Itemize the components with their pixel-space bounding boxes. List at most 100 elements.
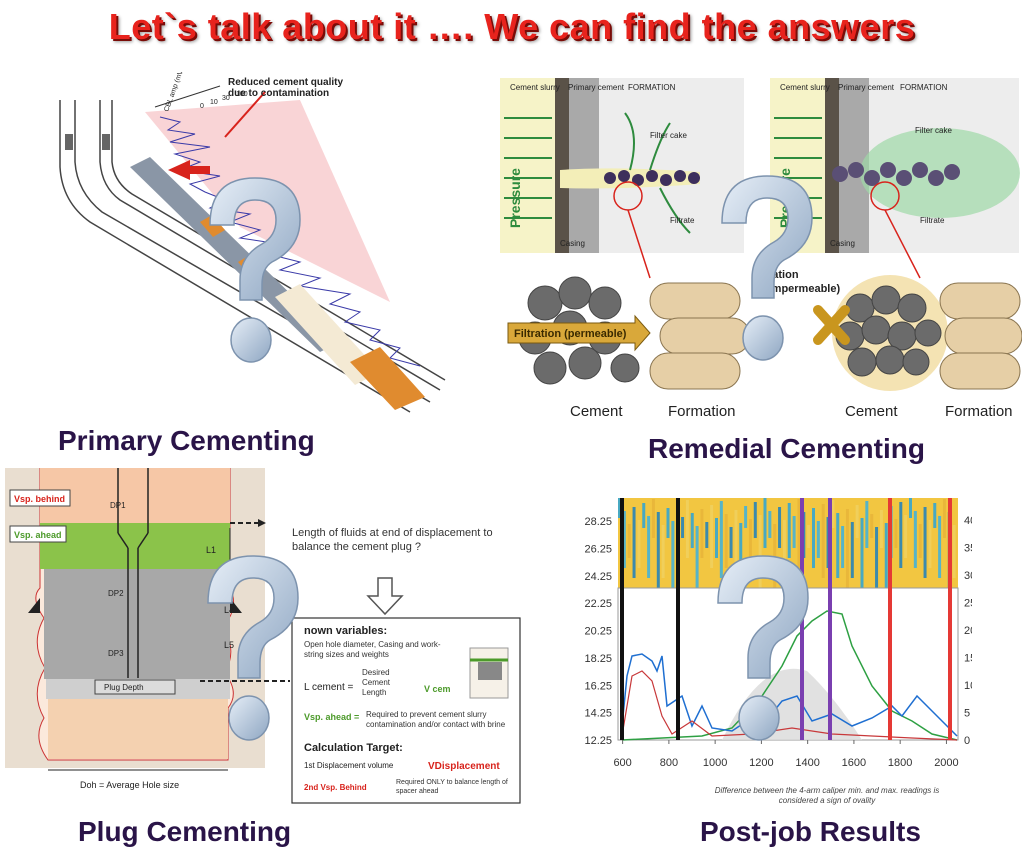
log-stripe: [821, 504, 825, 578]
formation-label-left: Formation: [668, 403, 736, 420]
log-stripe: [865, 501, 869, 548]
left-y-tick-label: 16.25: [584, 680, 612, 692]
right-y-tick-label: 10: [964, 680, 972, 692]
log-stripe: [758, 515, 762, 588]
log-stripe: [700, 509, 704, 558]
log-stripe: [870, 514, 874, 538]
right-y-tick-label: 0: [964, 735, 970, 747]
log-stripe: [792, 516, 796, 548]
log-stripe: [952, 525, 956, 578]
v-ahead-item-label: Vsp. ahead =: [304, 712, 359, 722]
left-y-tick-label: 12.25: [584, 735, 612, 747]
dp3-label: DP3: [108, 649, 124, 658]
log-stripe: [938, 516, 942, 578]
log-stripe: [748, 519, 752, 578]
impermeable-label: (mpermeable): [768, 283, 840, 295]
question-mark-icon: [207, 555, 299, 741]
desired-length-label: Desired Cement Length: [362, 668, 391, 697]
log-stripe: [845, 509, 849, 588]
l-cement-label: L cement =: [304, 682, 354, 693]
log-stripe: [855, 505, 859, 538]
log-stripe: [744, 506, 748, 528]
left-filtrate-label: Filtrate: [670, 216, 695, 225]
v-displacement-label: VDisplacement: [428, 761, 500, 772]
left-y-tick-label: 18.25: [584, 653, 612, 665]
calculation-target-heading: Calculation Target:: [304, 742, 403, 754]
log-stripe: [875, 527, 879, 588]
left-formation-label: FORMATION: [628, 83, 676, 92]
v-cem-label: V cem: [424, 684, 451, 694]
log-stripe: [879, 510, 883, 548]
x-tick-label: 1800: [888, 757, 912, 769]
known-item-1: Open hole diameter, Casing and work-stri…: [304, 640, 441, 659]
left-filtercake-label: Filter cake: [650, 131, 687, 140]
question-mark-icon: [209, 177, 301, 363]
log-stripe: [841, 526, 845, 568]
log-stripe: [685, 500, 689, 558]
filtration-permeable-label: Filtration (permeable): [514, 328, 627, 340]
plug-cementing-diagram: DP1 DP2 DP3 Plug Depth Vsp. behind Vsp. …: [5, 468, 521, 804]
log-stripe: [933, 503, 937, 528]
doh-label: Doh = Average Hole size: [80, 780, 179, 790]
log-stripe: [773, 524, 777, 588]
plug-depth-label: Plug Depth: [104, 683, 144, 692]
log-stripe: [719, 501, 723, 578]
x-tick-label: 1400: [795, 757, 819, 769]
cbl-axis-label: CBL amp (mV): [163, 72, 185, 113]
cbl-tick-2: 30: [222, 95, 230, 102]
right-primary-label: Primary cement: [838, 83, 895, 92]
log-stripe: [768, 511, 772, 538]
post-job-caption: Post-job Results: [700, 816, 921, 847]
right-y-tick-label: 40: [964, 515, 972, 527]
right-y-tick-label: 25: [964, 598, 972, 610]
x-tick-label: 1200: [749, 757, 773, 769]
left-pressure-label: Pressure: [507, 168, 523, 228]
left-primary-label: Primary cement: [568, 83, 625, 92]
log-stripe: [647, 516, 651, 578]
log-stripe: [705, 522, 709, 548]
cement-label-right: Cement: [845, 403, 898, 420]
v-behind-label: Vsp. behind: [14, 494, 65, 504]
left-slurry-label: Cement slurry: [510, 83, 560, 92]
x-tick-label: 1600: [842, 757, 866, 769]
log-stripe: [787, 503, 791, 558]
log-stripe: [622, 511, 626, 568]
log-stripe: [831, 500, 835, 528]
log-stripe: [642, 503, 646, 528]
page-title: Let`s talk about it …. We can find the a…: [108, 6, 916, 47]
log-stripe: [715, 518, 718, 558]
v-ahead-label: Vsp. ahead: [14, 530, 62, 540]
remedial-cementing-caption: Remedial Cementing: [648, 433, 925, 464]
log-stripe: [637, 520, 641, 568]
log-stripe: [928, 520, 932, 568]
right-y-tick-label: 35: [964, 543, 972, 555]
right-filtercake-label: Filter cake: [915, 126, 952, 135]
log-stripe: [724, 514, 728, 568]
log-stripe: [807, 525, 811, 548]
log-stripe: [681, 517, 685, 538]
log-stripe: [710, 505, 714, 568]
cbl-tick-1: 10: [210, 99, 218, 106]
left-y-tick-label: 20.25: [584, 626, 612, 638]
log-stripe: [763, 498, 767, 548]
log-stripe: [690, 513, 694, 548]
left-y-tick-label: 14.25: [584, 708, 612, 720]
ovality-note: Difference between the 4-arm caliper min…: [714, 786, 940, 805]
required-only-text: Required ONLY to balance length of space…: [396, 779, 508, 795]
left-y-tick-label: 24.25: [584, 571, 612, 583]
first-target-text: 1st Displacement volume: [304, 761, 394, 770]
log-stripe: [923, 507, 927, 578]
log-stripe: [671, 521, 675, 588]
log-stripe: [632, 507, 636, 578]
contamination-annotation: Reduced cement quality due to contaminat…: [228, 77, 344, 99]
left-y-tick-label: 28.25: [584, 516, 612, 528]
log-stripe: [729, 527, 733, 558]
log-stripe: [753, 502, 757, 538]
log-stripe: [918, 524, 922, 558]
log-stripe: [904, 515, 908, 558]
right-y-tick-label: 20: [964, 625, 972, 637]
formation-label-right: Formation: [945, 403, 1013, 420]
question-mark-icon: [721, 175, 813, 361]
left-casing-label: Casing: [560, 239, 585, 248]
log-stripe: [695, 526, 699, 598]
